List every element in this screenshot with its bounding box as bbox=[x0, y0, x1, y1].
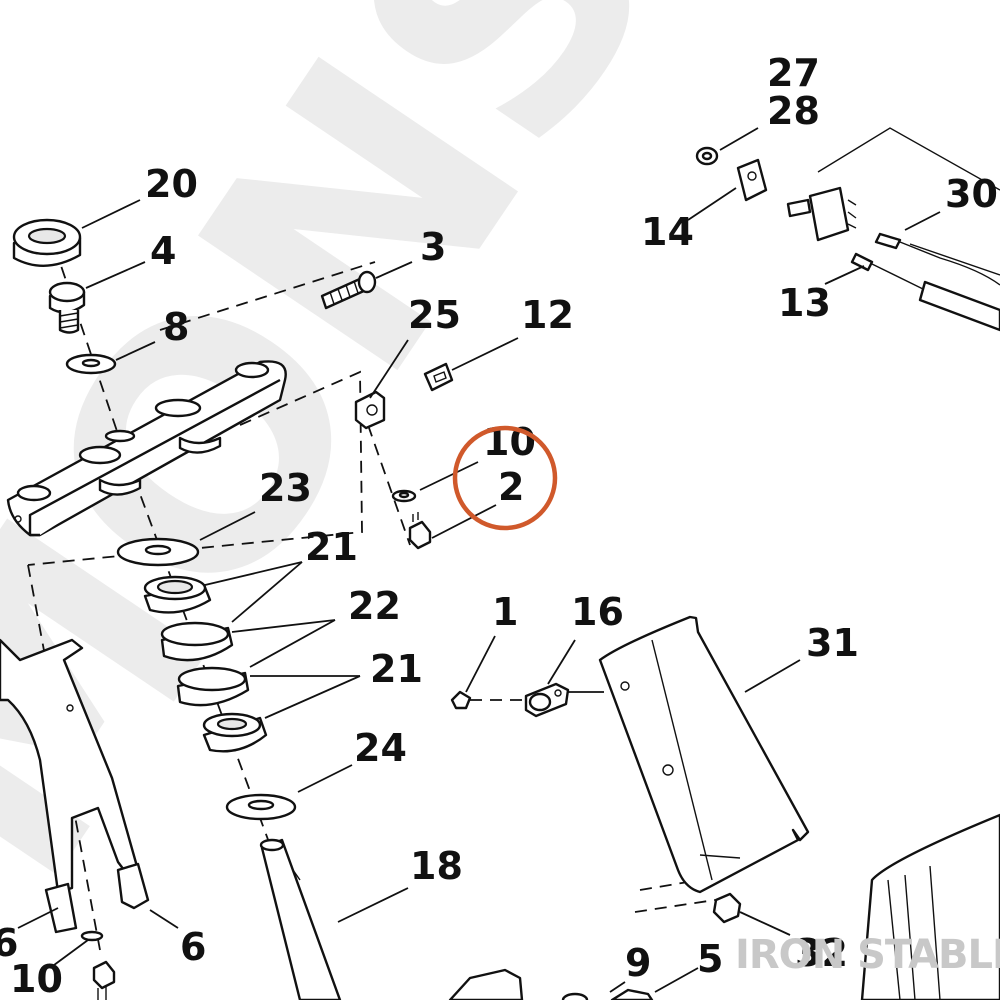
frame-line bbox=[817, 127, 1000, 191]
part-race-lower bbox=[176, 666, 250, 707]
part-clip bbox=[423, 362, 454, 392]
callout-23: 23 bbox=[259, 466, 312, 510]
callout-2: 2 bbox=[498, 465, 524, 509]
callout-25: 25 bbox=[408, 293, 461, 337]
callout-8: 8 bbox=[163, 305, 189, 349]
part-small-screw bbox=[450, 690, 472, 710]
callout-30: 30 bbox=[945, 172, 998, 216]
callout-10-lower: 10 bbox=[10, 957, 63, 1000]
part-clamp bbox=[524, 682, 570, 718]
part-bearing-lower bbox=[202, 712, 268, 753]
part-top-washer bbox=[695, 146, 719, 166]
callout-20: 20 bbox=[145, 162, 198, 206]
callout-32: 32 bbox=[795, 931, 848, 975]
part-cap bbox=[12, 218, 82, 268]
part-nut bbox=[712, 892, 742, 924]
callout-13: 13 bbox=[778, 281, 831, 325]
callout-1: 1 bbox=[492, 590, 518, 634]
part-cover-plate bbox=[598, 615, 810, 894]
callout-3: 3 bbox=[420, 225, 446, 269]
part-triple-clamp bbox=[6, 360, 287, 537]
callout-21-lower: 21 bbox=[370, 647, 423, 691]
part-washer bbox=[65, 353, 117, 375]
callout-27: 27 bbox=[767, 51, 820, 95]
part-small-bolt bbox=[408, 512, 432, 550]
callout-labels: 20 4 8 3 25 12 10 2 23 21 22 21 24 18 1 … bbox=[0, 51, 998, 1000]
callout-28: 28 bbox=[767, 89, 820, 133]
part-switch bbox=[786, 186, 857, 242]
part-wire-upper bbox=[874, 232, 1000, 286]
part-bearing-upper bbox=[143, 575, 212, 614]
callout-6-right: 6 bbox=[180, 925, 206, 969]
part-steering-arm bbox=[0, 638, 150, 934]
part-race-upper bbox=[160, 621, 234, 662]
callout-21-upper: 21 bbox=[305, 525, 358, 569]
part-wire-lower bbox=[850, 252, 1000, 332]
callout-31: 31 bbox=[806, 621, 859, 665]
assembly-lines bbox=[27, 247, 716, 951]
part-large-washer bbox=[116, 537, 200, 567]
part-screw bbox=[320, 270, 377, 310]
callout-24: 24 bbox=[354, 726, 407, 770]
part-bottom-bolt bbox=[92, 960, 116, 1000]
callout-9: 9 bbox=[625, 941, 651, 985]
callout-4: 4 bbox=[150, 229, 176, 273]
callout-5: 5 bbox=[697, 937, 723, 981]
callout-6-left: 6 bbox=[0, 921, 18, 965]
callout-14: 14 bbox=[641, 210, 694, 254]
part-stem bbox=[259, 838, 342, 1000]
brand-watermark: IRON STABLE bbox=[735, 932, 1000, 978]
callout-12: 12 bbox=[521, 293, 574, 337]
part-switch-plate bbox=[736, 158, 768, 202]
part-bracket bbox=[354, 390, 386, 430]
leader-lines bbox=[17, 127, 941, 993]
highlight-circle bbox=[452, 425, 558, 531]
part-bolt bbox=[48, 281, 86, 334]
part-small-washer bbox=[391, 489, 417, 503]
callout-22: 22 bbox=[348, 584, 401, 628]
part-lower-washer bbox=[225, 793, 297, 821]
callout-18: 18 bbox=[410, 844, 463, 888]
part-bottom-fitting bbox=[448, 968, 654, 1000]
part-bottom-washer bbox=[80, 930, 104, 942]
callout-16: 16 bbox=[571, 590, 624, 634]
